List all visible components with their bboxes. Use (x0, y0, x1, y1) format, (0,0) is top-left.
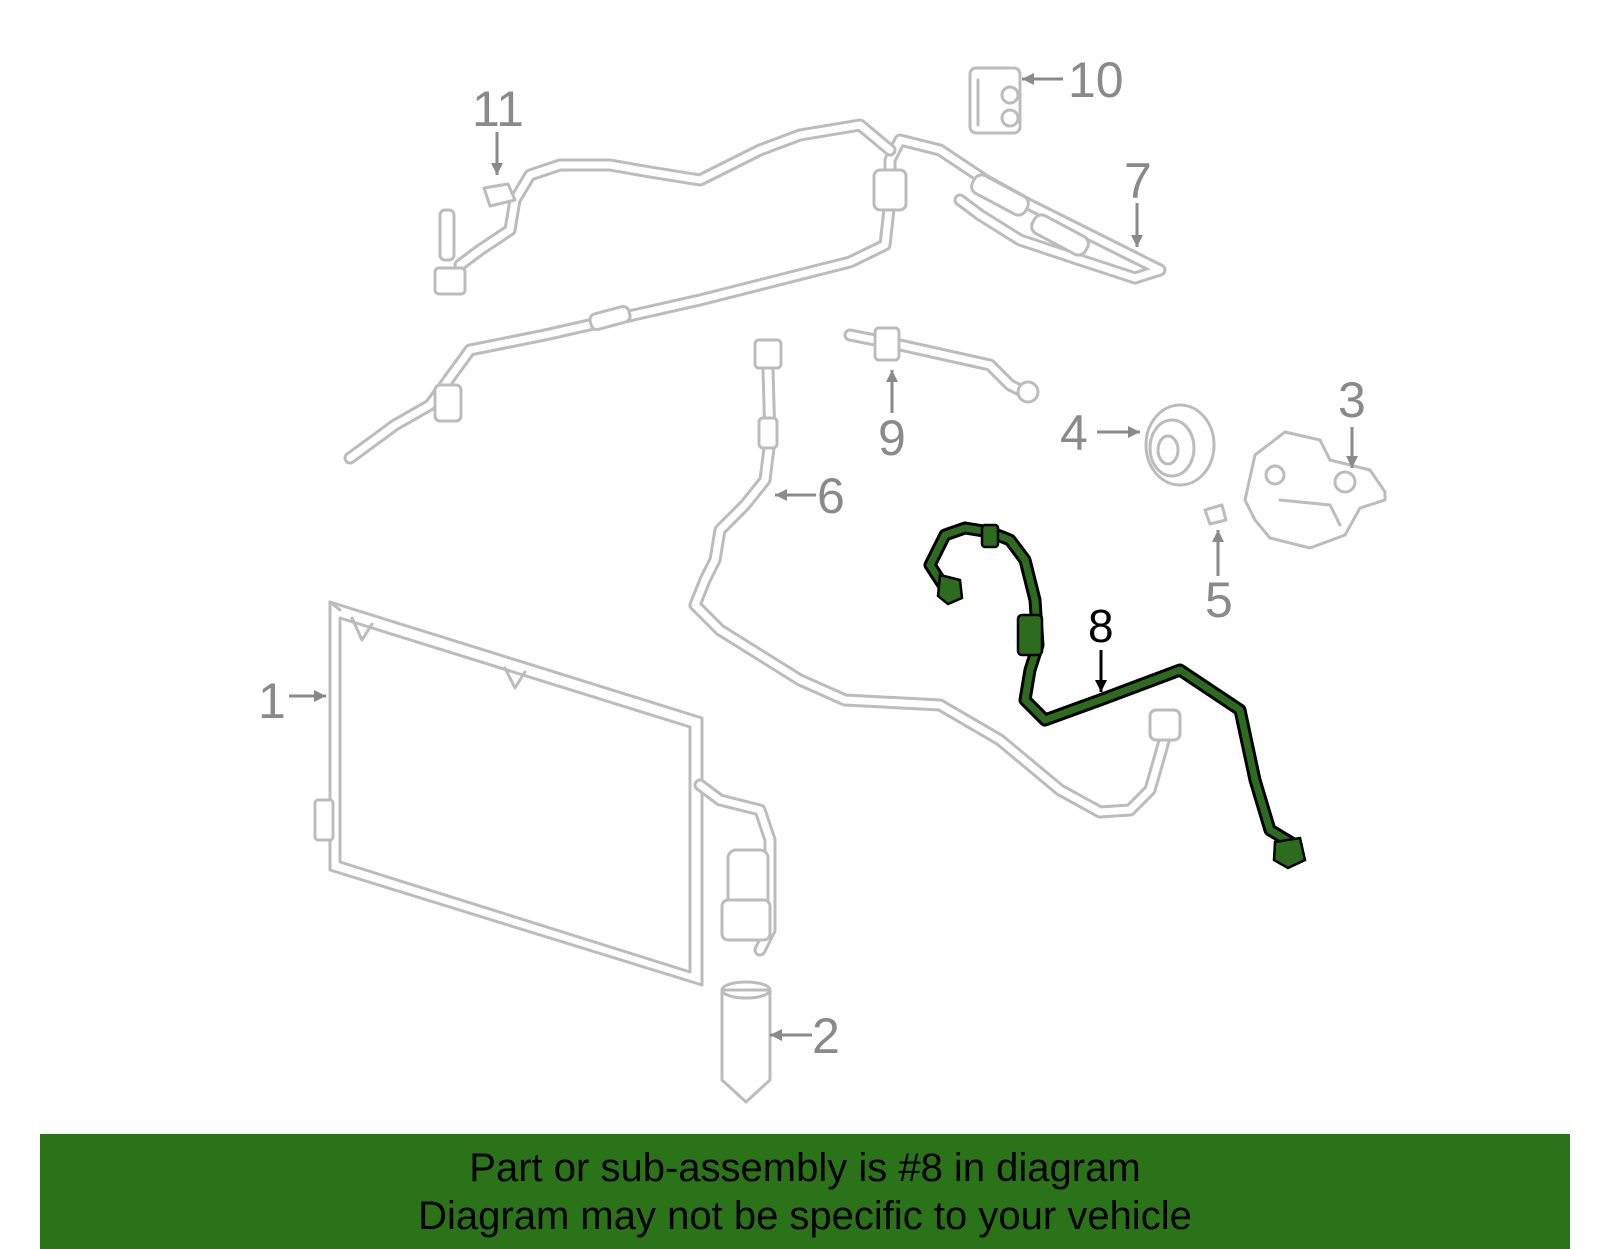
part-9-tube (843, 326, 1040, 404)
part-6-line (688, 338, 1182, 819)
part-8-hose-highlighted (923, 521, 1307, 870)
part-2-receiver-drier (693, 778, 777, 1104)
callout-10: 10 (1068, 52, 1124, 108)
part-3-compressor (1243, 430, 1387, 550)
part-7-line-assembly (343, 118, 1167, 465)
callout-9: 9 (878, 410, 906, 466)
callout-1: 1 (258, 673, 286, 729)
callout-6: 6 (817, 468, 845, 524)
banner-line-2: Diagram may not be specific to your vehi… (418, 1193, 1192, 1238)
callout-8: 8 (1088, 600, 1114, 652)
callout-3: 3 (1338, 372, 1366, 428)
banner-line-1: Part or sub-assembly is #8 in diagram (469, 1145, 1141, 1190)
callout-7: 7 (1124, 153, 1152, 209)
part-11-clip (482, 182, 517, 208)
leader-lines (289, 73, 1358, 1041)
info-banner: Part or sub-assembly is #8 in diagram Di… (40, 1134, 1570, 1249)
part-10-block-fitting (968, 66, 1022, 135)
part-5-bolt (1203, 503, 1228, 526)
part-1-condenser (313, 600, 704, 987)
callout-labels: 1 2 3 4 5 6 7 8 9 10 11 (258, 52, 1366, 1064)
callout-4: 4 (1060, 405, 1088, 461)
callout-11: 11 (472, 81, 524, 137)
callout-5: 5 (1205, 572, 1233, 628)
part-4-pulley (1144, 403, 1216, 487)
callout-2: 2 (812, 1008, 840, 1064)
